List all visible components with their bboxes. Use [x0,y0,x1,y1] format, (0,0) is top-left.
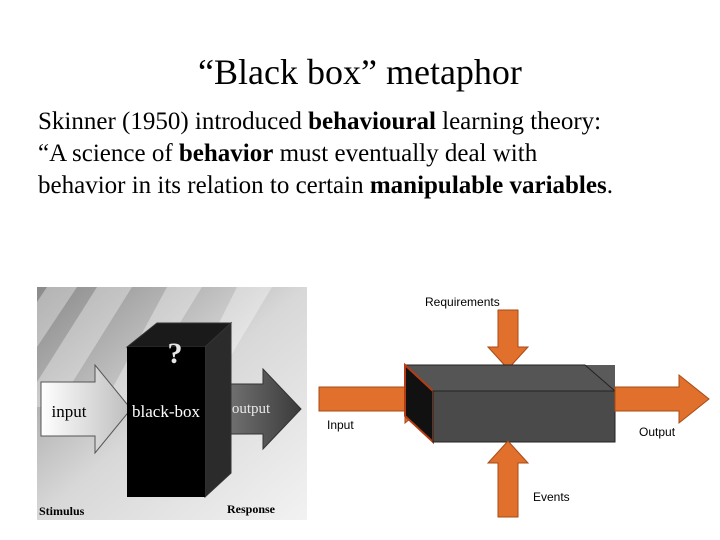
text-run: “A science of [38,140,179,167]
events-label: Events [533,490,570,504]
input-label: Input [327,418,354,432]
emphasis-behavioural: behavioural [308,108,436,135]
slide-paragraph: Skinner (1950) introduced behavioural le… [38,106,718,202]
events-arrow [486,440,530,518]
response-label: Response [227,502,276,516]
question-mark: ? [168,337,183,370]
input-label: input [52,402,87,421]
output-label: Output [639,425,676,439]
system-box-top-face [403,364,617,392]
output-arrow [230,367,302,451]
black-box-diagram-graphic: ? black-box input output Stimulus Respon… [37,287,307,520]
requirements-label: Requirements [425,295,500,309]
text-run: learning theory: [435,108,602,135]
system-box-diagram-graphic: Requirements Input Output Events [318,295,710,518]
emphasis-manipulable-variables: manipulable variables [369,172,607,199]
black-box-side [204,321,232,499]
output-label: output [232,401,271,417]
input-arrow [40,363,132,455]
requirements-arrow [486,309,530,370]
slide-title: “Black box” metaphor [198,52,522,92]
text-run: . [606,172,613,199]
paragraph-line-3: behavior in its relation to certain mani… [38,170,718,202]
stimulus-label: Stimulus [39,504,85,518]
paragraph-line-2: “A science of behavior must eventually d… [38,138,718,170]
system-box-diagram: Requirements Input Output Events [315,285,715,520]
black-box-label: black-box [132,402,200,421]
paragraph-line-1: Skinner (1950) introduced behavioural le… [38,106,718,138]
black-box-front [127,347,205,497]
text-run: must eventually deal with [273,140,538,167]
system-box-front [432,390,616,443]
emphasis-behavior: behavior [178,140,274,167]
text-run: Skinner (1950) introduced [38,108,309,135]
black-box-diagram: ? black-box input output Stimulus Respon… [37,287,307,520]
output-arrow [614,373,710,425]
text-run: behavior in its relation to certain [38,172,370,199]
